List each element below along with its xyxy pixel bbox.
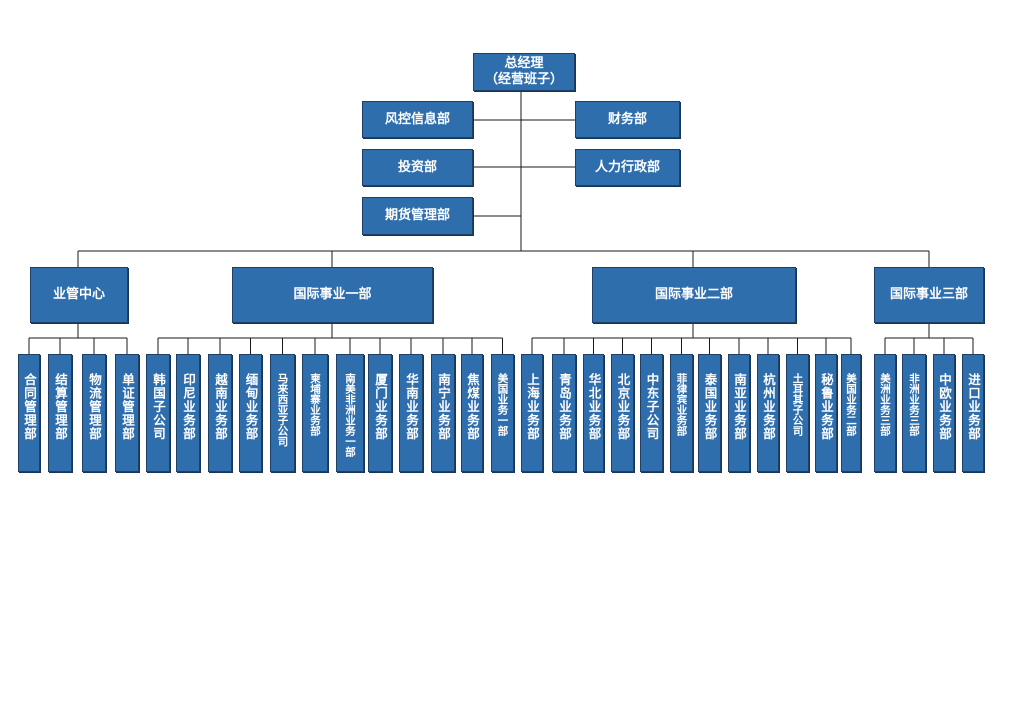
unit-label: 南亚业务部 <box>732 373 747 441</box>
unit-box: 泰国业务部 <box>698 354 721 472</box>
division-intl-1: 国际事业一部 <box>232 267 433 323</box>
unit-box: 柬埔寨业务部 <box>302 354 328 472</box>
unit-box: 美洲业务三部 <box>874 354 896 472</box>
unit-box: 上海业务部 <box>521 354 543 472</box>
unit-box: 中东子公司 <box>640 354 663 472</box>
unit-box: 美国业务二部 <box>841 354 861 472</box>
unit-box: 缅甸业务部 <box>239 354 262 472</box>
unit-box: 杭州业务部 <box>757 354 779 472</box>
unit-label: 华北业务部 <box>586 373 602 441</box>
staff-dept-futures: 期货管理部 <box>362 197 473 235</box>
unit-box: 马来西亚子公司 <box>270 354 295 472</box>
staff-dept-risk-info: 风控信息部 <box>362 101 473 138</box>
unit-label: 焦煤业务部 <box>465 373 480 441</box>
unit-label: 菲律宾业务部 <box>675 373 688 436</box>
unit-box: 韩国子公司 <box>146 354 170 472</box>
unit-box: 非洲业务三部 <box>902 354 926 472</box>
unit-label: 中欧业务部 <box>937 373 952 441</box>
unit-label: 印尼业务部 <box>181 373 196 441</box>
unit-box: 南亚业务部 <box>728 354 750 472</box>
staff-dept-finance: 财务部 <box>575 101 680 138</box>
unit-label: 美国业务一部 <box>496 373 509 436</box>
unit-label: 单证管理部 <box>120 373 135 441</box>
unit-label: 美洲业务三部 <box>879 373 891 436</box>
general-manager-title: 总经理 <box>504 56 544 71</box>
unit-box: 华南业务部 <box>399 354 423 472</box>
unit-box: 结算管理部 <box>48 354 72 472</box>
unit-box: 印尼业务部 <box>176 354 200 472</box>
unit-label: 泰国业务部 <box>702 373 718 441</box>
unit-box: 菲律宾业务部 <box>670 354 693 472</box>
unit-box: 美国业务一部 <box>491 354 514 472</box>
unit-box: 物流管理部 <box>82 354 106 472</box>
staff-dept-investment: 投资部 <box>362 149 473 186</box>
unit-label: 厦门业务部 <box>373 373 388 441</box>
unit-label: 上海业务部 <box>525 373 540 441</box>
unit-box: 青岛业务部 <box>552 354 576 472</box>
unit-box: 秘鲁业务部 <box>815 354 837 472</box>
division-intl-2: 国际事业二部 <box>592 267 796 323</box>
unit-box: 北京业务部 <box>611 354 634 472</box>
unit-label: 柬埔寨业务部 <box>309 373 321 436</box>
unit-label: 秘鲁业务部 <box>819 373 834 441</box>
unit-label: 物流管理部 <box>87 373 102 441</box>
division-intl-3: 国际事业三部 <box>874 267 984 323</box>
unit-box: 合同管理部 <box>18 354 40 472</box>
unit-label: 马来西亚子公司 <box>276 373 289 447</box>
unit-box: 华北业务部 <box>583 354 604 472</box>
unit-label: 华南业务部 <box>404 373 419 441</box>
unit-label: 合同管理部 <box>22 373 37 441</box>
unit-label: 中东子公司 <box>644 373 660 441</box>
unit-box: 单证管理部 <box>115 354 139 472</box>
unit-label: 美国业务二部 <box>845 373 857 436</box>
division-ops-center: 业管中心 <box>30 267 128 323</box>
unit-box: 厦门业务部 <box>368 354 392 472</box>
general-manager-subtitle: （经营班子） <box>484 72 563 87</box>
unit-label: 南美非洲业务一部 <box>344 373 356 457</box>
unit-label: 结算管理部 <box>53 373 68 441</box>
unit-box: 南美非洲业务一部 <box>336 354 364 472</box>
unit-box: 中欧业务部 <box>933 354 955 472</box>
unit-label: 进口业务部 <box>966 373 981 441</box>
unit-label: 北京业务部 <box>615 373 631 441</box>
unit-label: 杭州业务部 <box>761 373 776 441</box>
unit-box: 焦煤业务部 <box>461 354 483 472</box>
unit-label: 南宁业务部 <box>436 373 451 441</box>
unit-label: 青岛业务部 <box>557 373 572 441</box>
unit-box: 进口业务部 <box>962 354 984 472</box>
unit-label: 缅甸业务部 <box>243 373 259 441</box>
unit-box: 越南业务部 <box>208 354 232 472</box>
unit-label: 非洲业务三部 <box>908 373 920 436</box>
unit-label: 越南业务部 <box>213 373 228 441</box>
staff-dept-hr-admin: 人力行政部 <box>575 149 680 186</box>
general-manager-box: 总经理 （经营班子） <box>473 53 575 91</box>
unit-label: 土耳其子公司 <box>791 373 804 436</box>
unit-box: 土耳其子公司 <box>786 354 809 472</box>
unit-box: 南宁业务部 <box>431 354 455 472</box>
unit-label: 韩国子公司 <box>151 373 166 441</box>
